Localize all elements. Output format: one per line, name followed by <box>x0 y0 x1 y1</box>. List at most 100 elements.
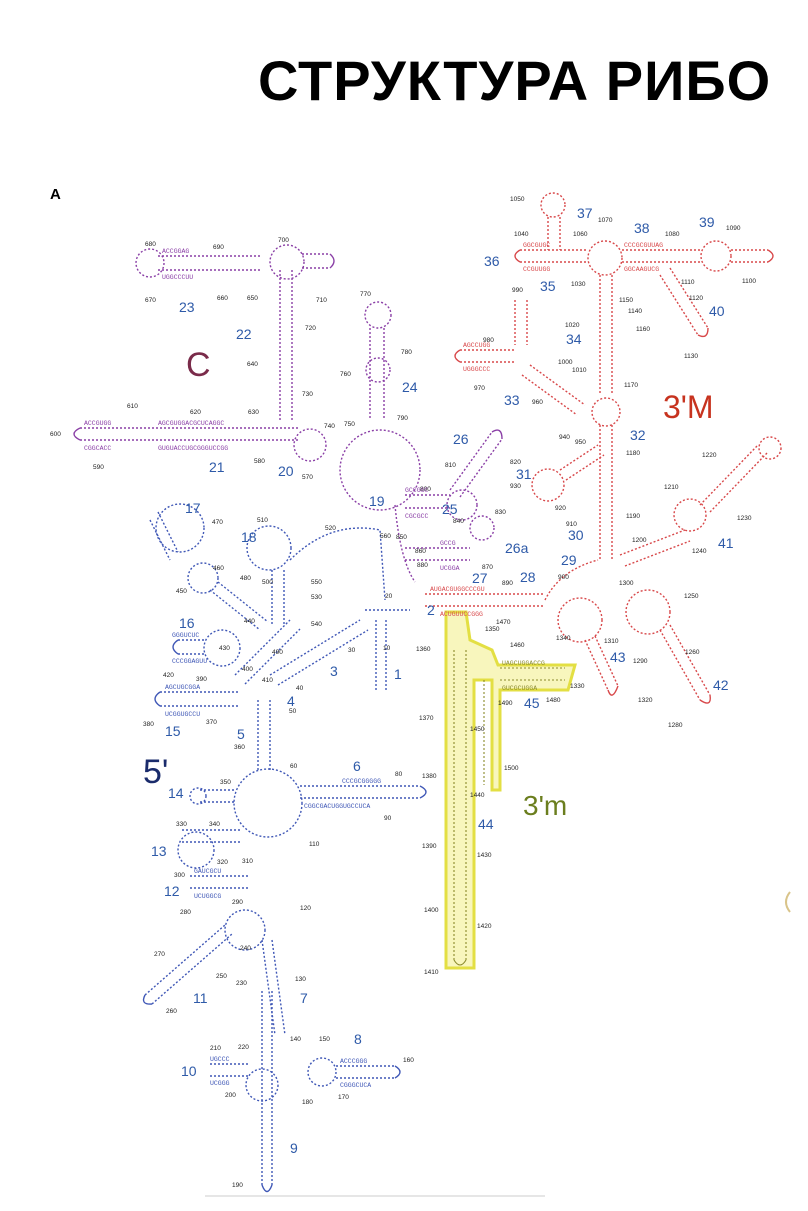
helix-number: 11 <box>193 990 208 1006</box>
helix-number: 10 <box>181 1063 197 1079</box>
position-number: 1360 <box>416 646 431 653</box>
loop-24-top <box>364 301 392 329</box>
helix-number-labels: 1 2 3 4 5 6 7 8 9 10 11 12 13 14 15 16 1… <box>151 205 734 1156</box>
position-number: 600 <box>50 431 61 438</box>
seq-fragment: UCGGUGCCU <box>165 711 200 718</box>
position-number: 780 <box>401 349 412 356</box>
helix-number: 43 <box>610 649 626 665</box>
seq-fragment: UCGGA <box>440 565 460 572</box>
loop-10-junction <box>245 1068 279 1102</box>
position-number: 620 <box>190 409 201 416</box>
position-number: 1130 <box>684 353 698 360</box>
helix-number: 30 <box>568 527 584 543</box>
helix-17-diagonal <box>209 581 269 631</box>
loop-8 <box>307 1057 337 1087</box>
helix-number: 18 <box>241 529 257 545</box>
helix-number: 2 <box>427 602 435 618</box>
position-number: 570 <box>302 474 313 481</box>
helix-24-strand <box>369 328 385 420</box>
position-number: 800 <box>420 486 431 493</box>
helix-number: 16 <box>179 615 195 631</box>
position-number: 500 <box>262 579 273 586</box>
helix-39-loop <box>767 249 774 263</box>
helix-number: 12 <box>164 883 180 899</box>
position-number: 970 <box>474 385 485 392</box>
helix-17-strand <box>149 511 179 561</box>
helix-45-strand <box>500 667 565 681</box>
position-number: 120 <box>300 905 311 912</box>
arc-19-blue <box>289 527 386 601</box>
helix-36-loop <box>514 249 521 263</box>
position-number: 1090 <box>726 225 741 232</box>
position-number: 1040 <box>514 231 529 238</box>
position-number: 960 <box>532 399 543 406</box>
helix-37-strand <box>547 217 561 250</box>
loop-23 <box>135 248 165 278</box>
loop-20-junction <box>293 428 327 462</box>
loop-19-central <box>339 429 421 511</box>
seq-fragment: GGCAAGUCG <box>624 266 659 273</box>
loop-34-junction <box>587 240 623 276</box>
position-number: 150 <box>319 1036 330 1043</box>
position-number: 130 <box>295 976 306 983</box>
position-number: 1060 <box>573 231 588 238</box>
position-number: 560 <box>380 533 391 540</box>
position-number: 1240 <box>692 548 707 555</box>
helix-number: 17 <box>185 500 201 516</box>
helix-31-strand <box>559 444 605 481</box>
helix-number: 39 <box>699 214 715 230</box>
loop-16-junction <box>203 629 241 667</box>
position-number: 450 <box>176 588 187 595</box>
position-number: 90 <box>384 815 392 822</box>
helix-33-diag <box>521 364 586 416</box>
position-number: 900 <box>558 574 569 581</box>
position-number: 320 <box>217 859 228 866</box>
helix-43-strand <box>584 635 619 691</box>
position-number: 510 <box>257 517 268 524</box>
helix-number: 8 <box>354 1031 362 1047</box>
helix-25-strand <box>405 494 450 509</box>
position-number: 60 <box>290 763 298 770</box>
seq-fragment: CGGCACC <box>84 445 111 452</box>
loop-31 <box>531 468 565 502</box>
cropped-element-right <box>785 891 791 913</box>
position-number: 580 <box>254 458 265 465</box>
position-number: 440 <box>244 618 255 625</box>
position-number: 1220 <box>702 452 717 459</box>
helix-number: 41 <box>718 535 734 551</box>
helix-14-strand <box>200 789 235 803</box>
position-number: 840 <box>453 518 464 525</box>
position-number: 1150 <box>619 297 633 304</box>
position-number: 1200 <box>632 537 647 544</box>
helix-3-strand <box>269 619 369 686</box>
position-number: 1390 <box>422 843 437 850</box>
position-number: 1420 <box>477 923 492 930</box>
helix-6-strand <box>300 785 420 799</box>
helix-16-loop <box>172 639 179 655</box>
helix-number: 35 <box>540 278 556 294</box>
position-number: 1000 <box>558 359 573 366</box>
seq-fragment: CCCGCGUUAG <box>624 242 663 249</box>
helix-number: 26 <box>453 431 469 447</box>
loop-26a <box>469 515 495 541</box>
position-number: 910 <box>566 521 577 528</box>
helix-41-lower <box>619 529 691 567</box>
helix-36-strand <box>520 249 588 263</box>
domain-3prime-major <box>425 192 782 704</box>
helix-15-loop <box>154 691 161 707</box>
domain-label-5prime: 5' <box>143 753 168 791</box>
position-number: 30 <box>348 647 356 654</box>
helix-15-strand <box>160 691 240 707</box>
position-number: 80 <box>395 771 403 778</box>
helix-11-loop <box>142 994 153 1005</box>
position-number: 640 <box>247 361 258 368</box>
position-number: 1050 <box>510 196 525 203</box>
position-number: 20 <box>385 593 393 600</box>
seq-fragment: ACCCGGG <box>340 1058 367 1065</box>
helix-number: 42 <box>713 677 729 693</box>
seq-fragment: CCCGGAGUU <box>172 658 207 665</box>
position-number: 210 <box>210 1045 221 1052</box>
position-number: 280 <box>180 909 191 916</box>
helix-number: 6 <box>353 758 361 774</box>
position-number: 1380 <box>422 773 437 780</box>
